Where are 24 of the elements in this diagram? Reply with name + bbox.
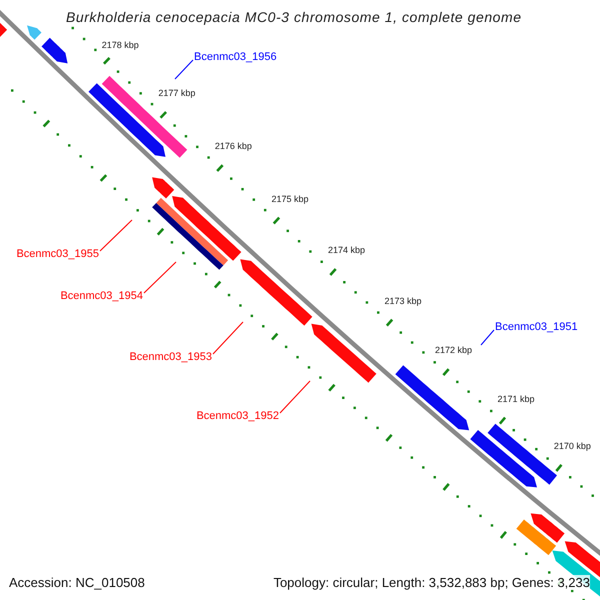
- tick-label: 2175 kbp: [271, 194, 308, 204]
- title: Burkholderia cenocepacia MC0-3 chromosome 1, complete genome: [66, 9, 522, 25]
- gene-label: Bcenmc03_1956: [194, 51, 277, 63]
- leader-line: [174, 60, 194, 80]
- tick-label: 2176 kbp: [214, 141, 252, 152]
- footer-text: Topology: circular; Length: 3,532,883 bp; Genes: 3,233: [273, 575, 590, 590]
- gene-label: Bcenmc03_1955: [16, 248, 99, 260]
- gene-label: Bcenmc03_1954: [60, 290, 143, 302]
- footer-text: Accession: NC_010508: [9, 575, 145, 590]
- tick-label: 2170 kbp: [554, 440, 591, 451]
- leader-line: [280, 380, 310, 414]
- gene-label: Bcenmc03_1953: [129, 351, 212, 363]
- tick-label: 2171 kbp: [497, 394, 535, 404]
- gene-label: Bcenmc03_1951: [495, 321, 578, 333]
- leader-line: [212, 322, 244, 354]
- leader-line: [100, 220, 132, 252]
- leader-line: [144, 262, 176, 294]
- tick-label: 2173 kbp: [384, 296, 422, 306]
- tick-label: 2177 kbp: [158, 88, 196, 98]
- tick-label: 2172 kbp: [435, 345, 472, 356]
- leader-line: [480, 330, 494, 346]
- gene-label: Bcenmc03_1952: [196, 410, 279, 422]
- tick-label: 2178 kbp: [102, 40, 139, 50]
- tick-label: 2174 kbp: [328, 245, 366, 256]
